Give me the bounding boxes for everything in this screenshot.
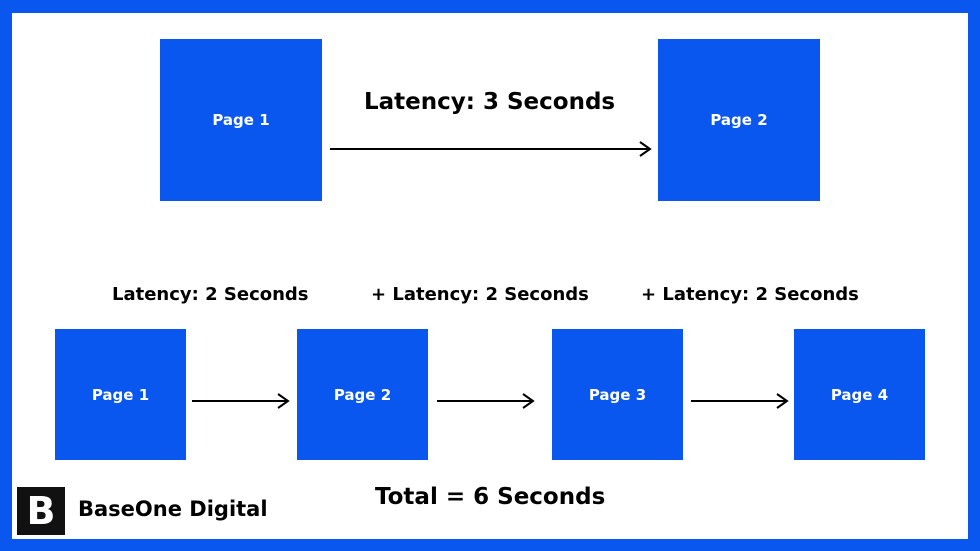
bottom-page-4-label: Page 4: [830, 385, 889, 404]
top-page-1-label: Page 1: [212, 111, 270, 129]
bottom-arrow-2: [437, 393, 535, 409]
total-label: Total = 6 Seconds: [375, 484, 606, 510]
bottom-latency-label-3: + Latency: 2 Seconds: [641, 284, 859, 305]
diagram-canvas: Page 1 Latency: 3 Seconds Page 2 Latency…: [12, 13, 968, 539]
bottom-page-2-label: Page 2: [333, 385, 392, 404]
bottom-latency-label-1: Latency: 2 Seconds: [112, 284, 309, 305]
bottom-latency-label-2: + Latency: 2 Seconds: [371, 284, 589, 305]
bottom-page-2-box: Page 2: [297, 329, 428, 460]
bottom-page-4-box: Page 4: [794, 329, 925, 460]
bottom-page-1-box: Page 1: [55, 329, 186, 460]
brand-name: BaseOne Digital: [78, 497, 268, 521]
bottom-page-1-label: Page 1: [91, 385, 150, 404]
bottom-arrow-3: [691, 393, 789, 409]
top-page-2-box: Page 2: [658, 39, 820, 201]
top-latency-label: Latency: 3 Seconds: [364, 89, 616, 115]
bottom-arrow-1: [192, 393, 290, 409]
brand-logo-letter: B: [26, 489, 56, 533]
top-arrow: [330, 141, 652, 157]
bottom-page-3-label: Page 3: [588, 385, 647, 404]
bottom-page-3-box: Page 3: [552, 329, 683, 460]
brand-logo-icon: B: [17, 487, 65, 535]
top-page-1-box: Page 1: [160, 39, 322, 201]
top-page-2-label: Page 2: [710, 111, 768, 129]
